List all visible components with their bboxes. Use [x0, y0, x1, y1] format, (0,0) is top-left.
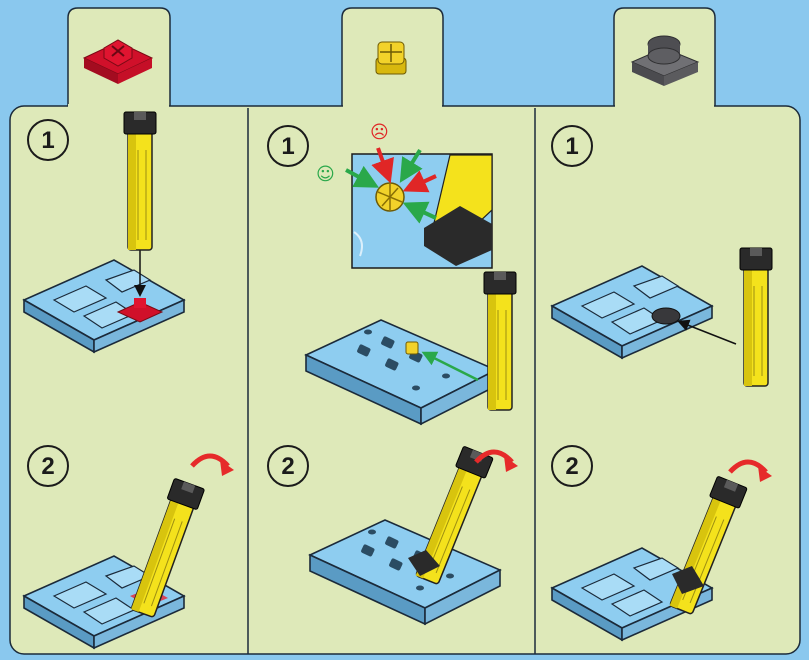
detail-inset — [346, 148, 492, 268]
yellow-connector-icon — [376, 183, 404, 211]
tab-red — [68, 8, 170, 106]
sad-face-icon: ☹ — [370, 122, 389, 143]
tab-gray — [614, 8, 715, 106]
step-number: 2 — [281, 453, 294, 480]
yellow-connector-icon — [376, 42, 406, 74]
step-number: 1 — [281, 133, 294, 160]
step-number: 2 — [41, 453, 54, 480]
happy-face-icon: ☺ — [316, 164, 335, 185]
step-number: 2 — [565, 453, 578, 480]
tab-yellow — [342, 8, 443, 106]
step-number: 1 — [565, 133, 578, 160]
step-number: 1 — [41, 127, 54, 154]
